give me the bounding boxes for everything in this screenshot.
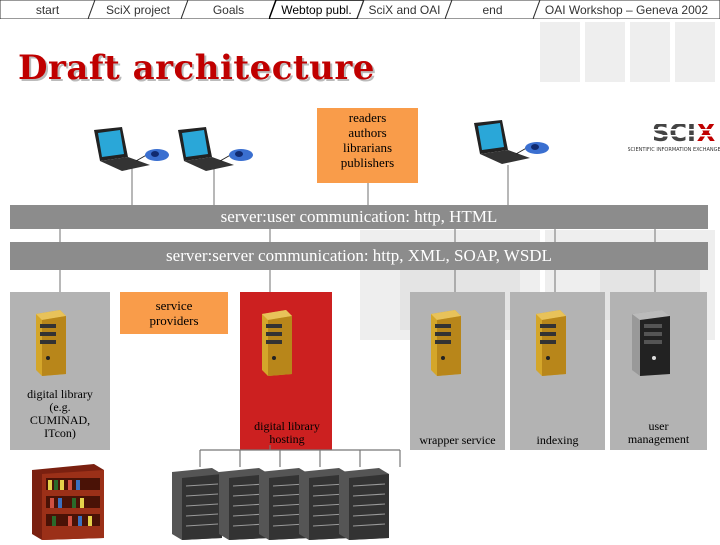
page-title: Draft architecture bbox=[18, 48, 375, 88]
server-tower-icon bbox=[530, 308, 570, 383]
label-digital-library: digital library (e.g. CUMINAD, ITcon) bbox=[27, 387, 93, 440]
rack-server-icon bbox=[168, 466, 228, 545]
label-user-management: user management bbox=[627, 419, 690, 446]
bar-user-communication: server:user communication: http, HTML bbox=[10, 205, 708, 229]
bookshelf-icon bbox=[28, 462, 108, 545]
label-wrapper: wrapper service bbox=[419, 433, 496, 447]
label-indexing: indexing bbox=[536, 433, 579, 447]
laptop-icon bbox=[176, 125, 276, 178]
label-hosting: digital library hosting bbox=[254, 419, 320, 446]
server-tower-icon bbox=[626, 308, 676, 383]
tab-scix-and-oai[interactable]: SciX and OAI bbox=[357, 0, 452, 19]
laptop-icon bbox=[472, 118, 572, 171]
users-box: readers authors librarians publishers bbox=[317, 108, 418, 183]
svg-text:SCIENTIFIC INFORMATION EXCHANG: SCIENTIFIC INFORMATION EXCHANGE bbox=[628, 147, 720, 153]
tab-goals[interactable]: Goals bbox=[181, 0, 276, 19]
server-tower-icon bbox=[256, 308, 296, 383]
svg-text:X: X bbox=[697, 119, 716, 147]
top-navigation: start SciX project Goals Webtop publ. Sc… bbox=[0, 0, 720, 20]
laptop-icon bbox=[92, 125, 192, 178]
rack-server-cluster bbox=[199, 445, 401, 467]
scix-logo: SCI X SCIENTIFIC INFORMATION EXCHANGE bbox=[627, 118, 720, 158]
service-providers-box: service providers bbox=[120, 292, 228, 334]
server-tower-icon bbox=[425, 308, 465, 383]
tab-oai-workshop[interactable]: OAI Workshop – Geneva 2002 bbox=[533, 0, 720, 19]
rack-server-icon bbox=[335, 466, 395, 545]
bar-server-communication: server:server communication: http, XML, … bbox=[10, 242, 708, 270]
tab-webtop-publ[interactable]: Webtop publ. bbox=[269, 0, 364, 19]
server-tower-icon bbox=[30, 308, 70, 383]
tab-scix-project[interactable]: SciX project bbox=[88, 0, 188, 19]
tab-start[interactable]: start bbox=[0, 0, 95, 19]
tab-end[interactable]: end bbox=[445, 0, 540, 19]
